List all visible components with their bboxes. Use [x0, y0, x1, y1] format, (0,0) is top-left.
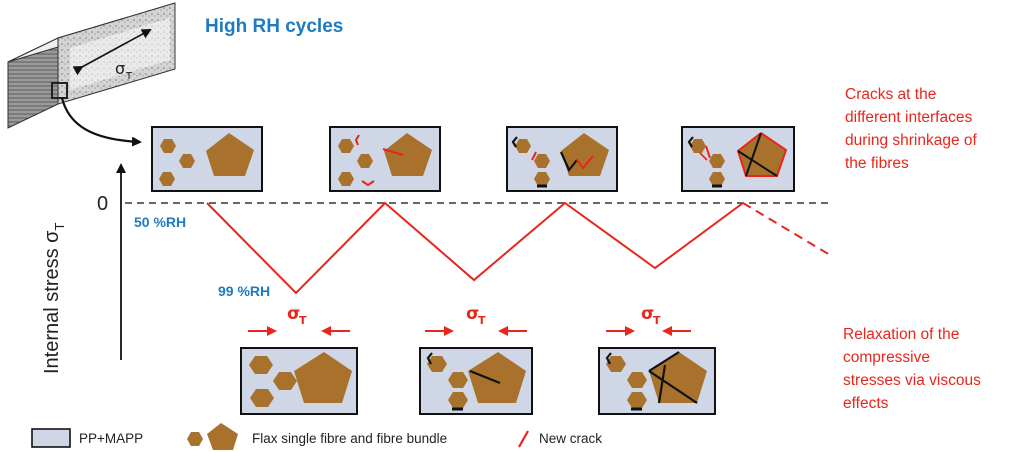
svg-text:Cracks at the: Cracks at the: [845, 86, 936, 103]
compressive-stress-subscript: T: [653, 314, 661, 327]
svg-text:Relaxation of the: Relaxation of the: [843, 326, 959, 343]
legend-matrix-label: PP+MAPP: [79, 431, 143, 446]
microstructure-top-1: [151, 126, 263, 192]
svg-text:effects: effects: [843, 395, 889, 412]
svg-text:stresses via viscous: stresses via viscous: [843, 372, 981, 389]
stress-cycle-curve: [206, 201, 744, 295]
sample-stress-subscript: T: [125, 71, 133, 82]
microstructure-bottom-3: [598, 347, 716, 415]
microstructure-bottom-1: [240, 347, 358, 415]
cracks-note: Cracks at the different interfaces durin…: [845, 86, 978, 172]
compressive-stress-group-1: σ T: [248, 304, 350, 336]
microstructure-top-2: [329, 126, 441, 192]
svg-text:different interfaces: different interfaces: [845, 109, 972, 126]
compressive-stress-group-2: σ T: [425, 304, 527, 336]
composite-sample-illustration: σ T: [7, 2, 176, 147]
rh-low-label: 50 %RH: [134, 214, 186, 230]
compressive-stress-subscript: T: [478, 314, 486, 327]
y-axis-label: Internal stress σT: [41, 222, 67, 374]
compressive-stress-symbol: σ: [466, 304, 479, 324]
svg-text:compressive: compressive: [843, 349, 930, 366]
svg-text:during shrinkage of: during shrinkage of: [845, 132, 978, 149]
legend-matrix-swatch: [31, 428, 71, 448]
legend-fibre-swatch: [187, 423, 238, 450]
legend-fibre-label: Flax single fibre and fibre bundle: [252, 431, 447, 446]
sample-stress-symbol: σ: [115, 59, 125, 78]
zero-label: 0: [97, 193, 108, 215]
legend-crack-label: New crack: [539, 431, 602, 446]
compressive-stress-symbol: σ: [287, 304, 300, 324]
legend-crack-swatch: [518, 430, 529, 448]
stress-curve-continuation: [742, 202, 831, 256]
microstructure-top-3: [506, 126, 618, 192]
svg-text:the fibres: the fibres: [845, 155, 909, 172]
sample-stress-arrow: [72, 29, 152, 76]
compressive-stress-symbol: σ: [641, 304, 654, 324]
rh-high-label: 99 %RH: [218, 283, 270, 299]
sample-detail-box: [51, 82, 68, 99]
zoom-arrow: [60, 97, 142, 147]
diagram-title: High RH cycles: [205, 16, 343, 37]
microstructure-bottom-2: [419, 347, 533, 415]
microstructure-top-4: [681, 126, 795, 192]
compressive-stress-group-3: σ T: [606, 304, 691, 336]
legend: PP+MAPP Flax single fibre and fibre bund…: [31, 423, 602, 450]
relaxation-note: Relaxation of the compressive stresses v…: [843, 326, 981, 412]
compressive-stress-subscript: T: [299, 314, 307, 327]
